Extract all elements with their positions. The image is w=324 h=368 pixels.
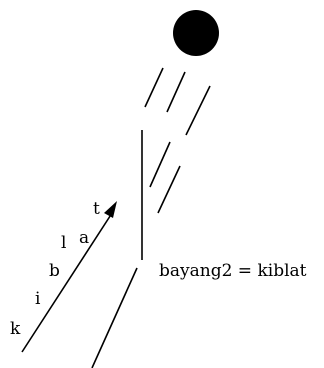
kiblat-letter-t: t — [93, 199, 100, 219]
kiblat-letter-k: k — [10, 319, 21, 339]
kiblat-letter-i: i — [35, 289, 41, 309]
kiblat-arrowhead — [104, 201, 117, 218]
sun-ray-1 — [144, 67, 164, 108]
kiblat-arrow-shaft — [21, 209, 115, 353]
diagram-caption: bayang2 = kiblat — [159, 261, 307, 281]
kiblat-letter-a: a — [79, 228, 89, 248]
kiblat-letter-b: b — [49, 261, 60, 281]
sun-ray-4 — [149, 141, 171, 188]
sun-rays — [144, 67, 211, 214]
sun-ray-3 — [185, 85, 211, 136]
sun-ray-5 — [157, 165, 181, 214]
shadow-line — [91, 267, 138, 368]
sun-disc — [173, 10, 219, 56]
kiblat-letter-l: l — [61, 233, 66, 253]
sun-ray-2 — [166, 71, 186, 113]
